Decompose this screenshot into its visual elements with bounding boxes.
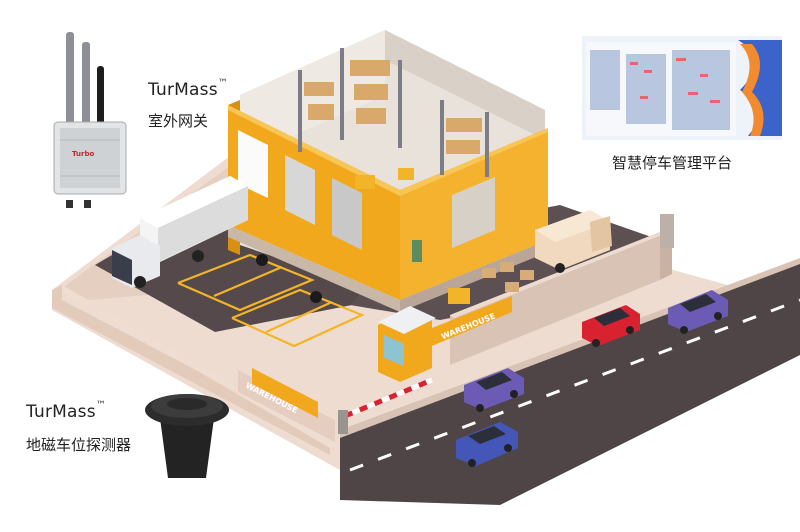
guard-booth: [378, 296, 512, 382]
boundary-walls: [52, 214, 674, 455]
truck: [112, 176, 248, 288]
platform-label: 智慧停车管理平台: [612, 154, 733, 172]
delivery-truck: [535, 210, 612, 273]
sensor-device: [145, 394, 229, 478]
gateway-brand-text: TurMass: [148, 80, 218, 100]
sensor-brand: TurMass™: [26, 400, 106, 422]
barrier-gate: [338, 377, 433, 434]
gateway-tm: ™: [217, 78, 228, 89]
sensor-brand-text: TurMass: [26, 402, 96, 422]
gateway-device-logo: Turbo: [72, 150, 95, 158]
warehouse-building: [228, 30, 548, 312]
gateway-brand: TurMass™: [148, 78, 228, 100]
sensor-marker-2: [310, 291, 322, 303]
car-purple-left: [464, 368, 524, 412]
sensor-label: 地磁车位探测器: [26, 436, 132, 454]
dashboard-thumbnail: [582, 36, 782, 140]
warehouse-sign-plate: [252, 368, 318, 418]
car-blue: [456, 422, 518, 467]
gateway-device: [53, 32, 127, 208]
yard-cargo: [448, 262, 534, 304]
sensor-marker-1: [256, 254, 268, 266]
sensor-tm: ™: [95, 400, 106, 411]
car-red: [582, 305, 640, 347]
car-purple-right: [668, 290, 728, 334]
booth-sign-plate: [432, 296, 512, 346]
parking-bays: [177, 253, 365, 348]
gateway-label: 室外网关: [148, 112, 209, 130]
